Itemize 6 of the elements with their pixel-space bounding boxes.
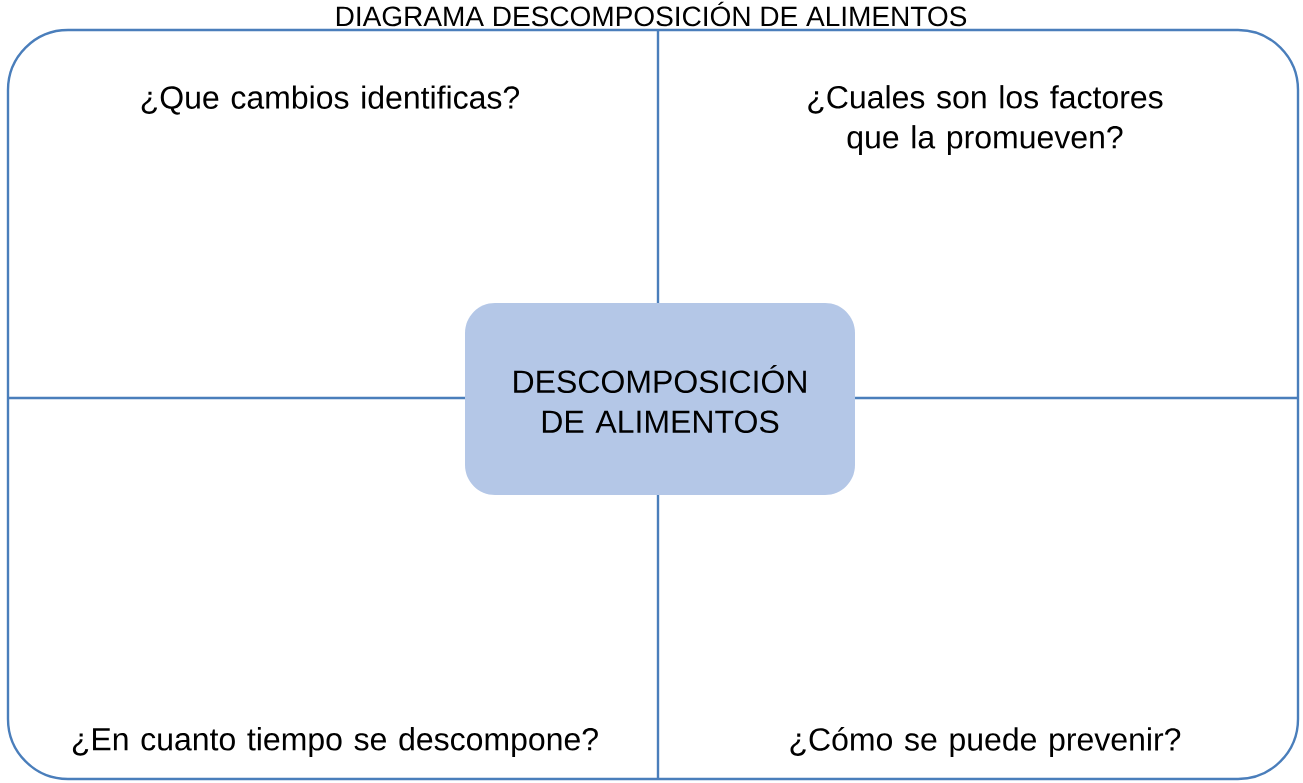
question-text: ¿Que cambios identificas?: [141, 85, 520, 115]
question-text: ¿Cómo se puede prevenir?: [790, 726, 1181, 758]
title: DIAGRAMA DESCOMPOSICIÓN DE ALIMENTOS: [336, 1, 967, 27]
question-text: ¿En cuanto tiempo se descompone?: [72, 727, 598, 757]
center-box: DESCOMPOSICIÓN DE ALIMENTOS: [465, 303, 855, 495]
question-text: ¿Cuales son los factores que la promueven?: [808, 85, 1163, 155]
